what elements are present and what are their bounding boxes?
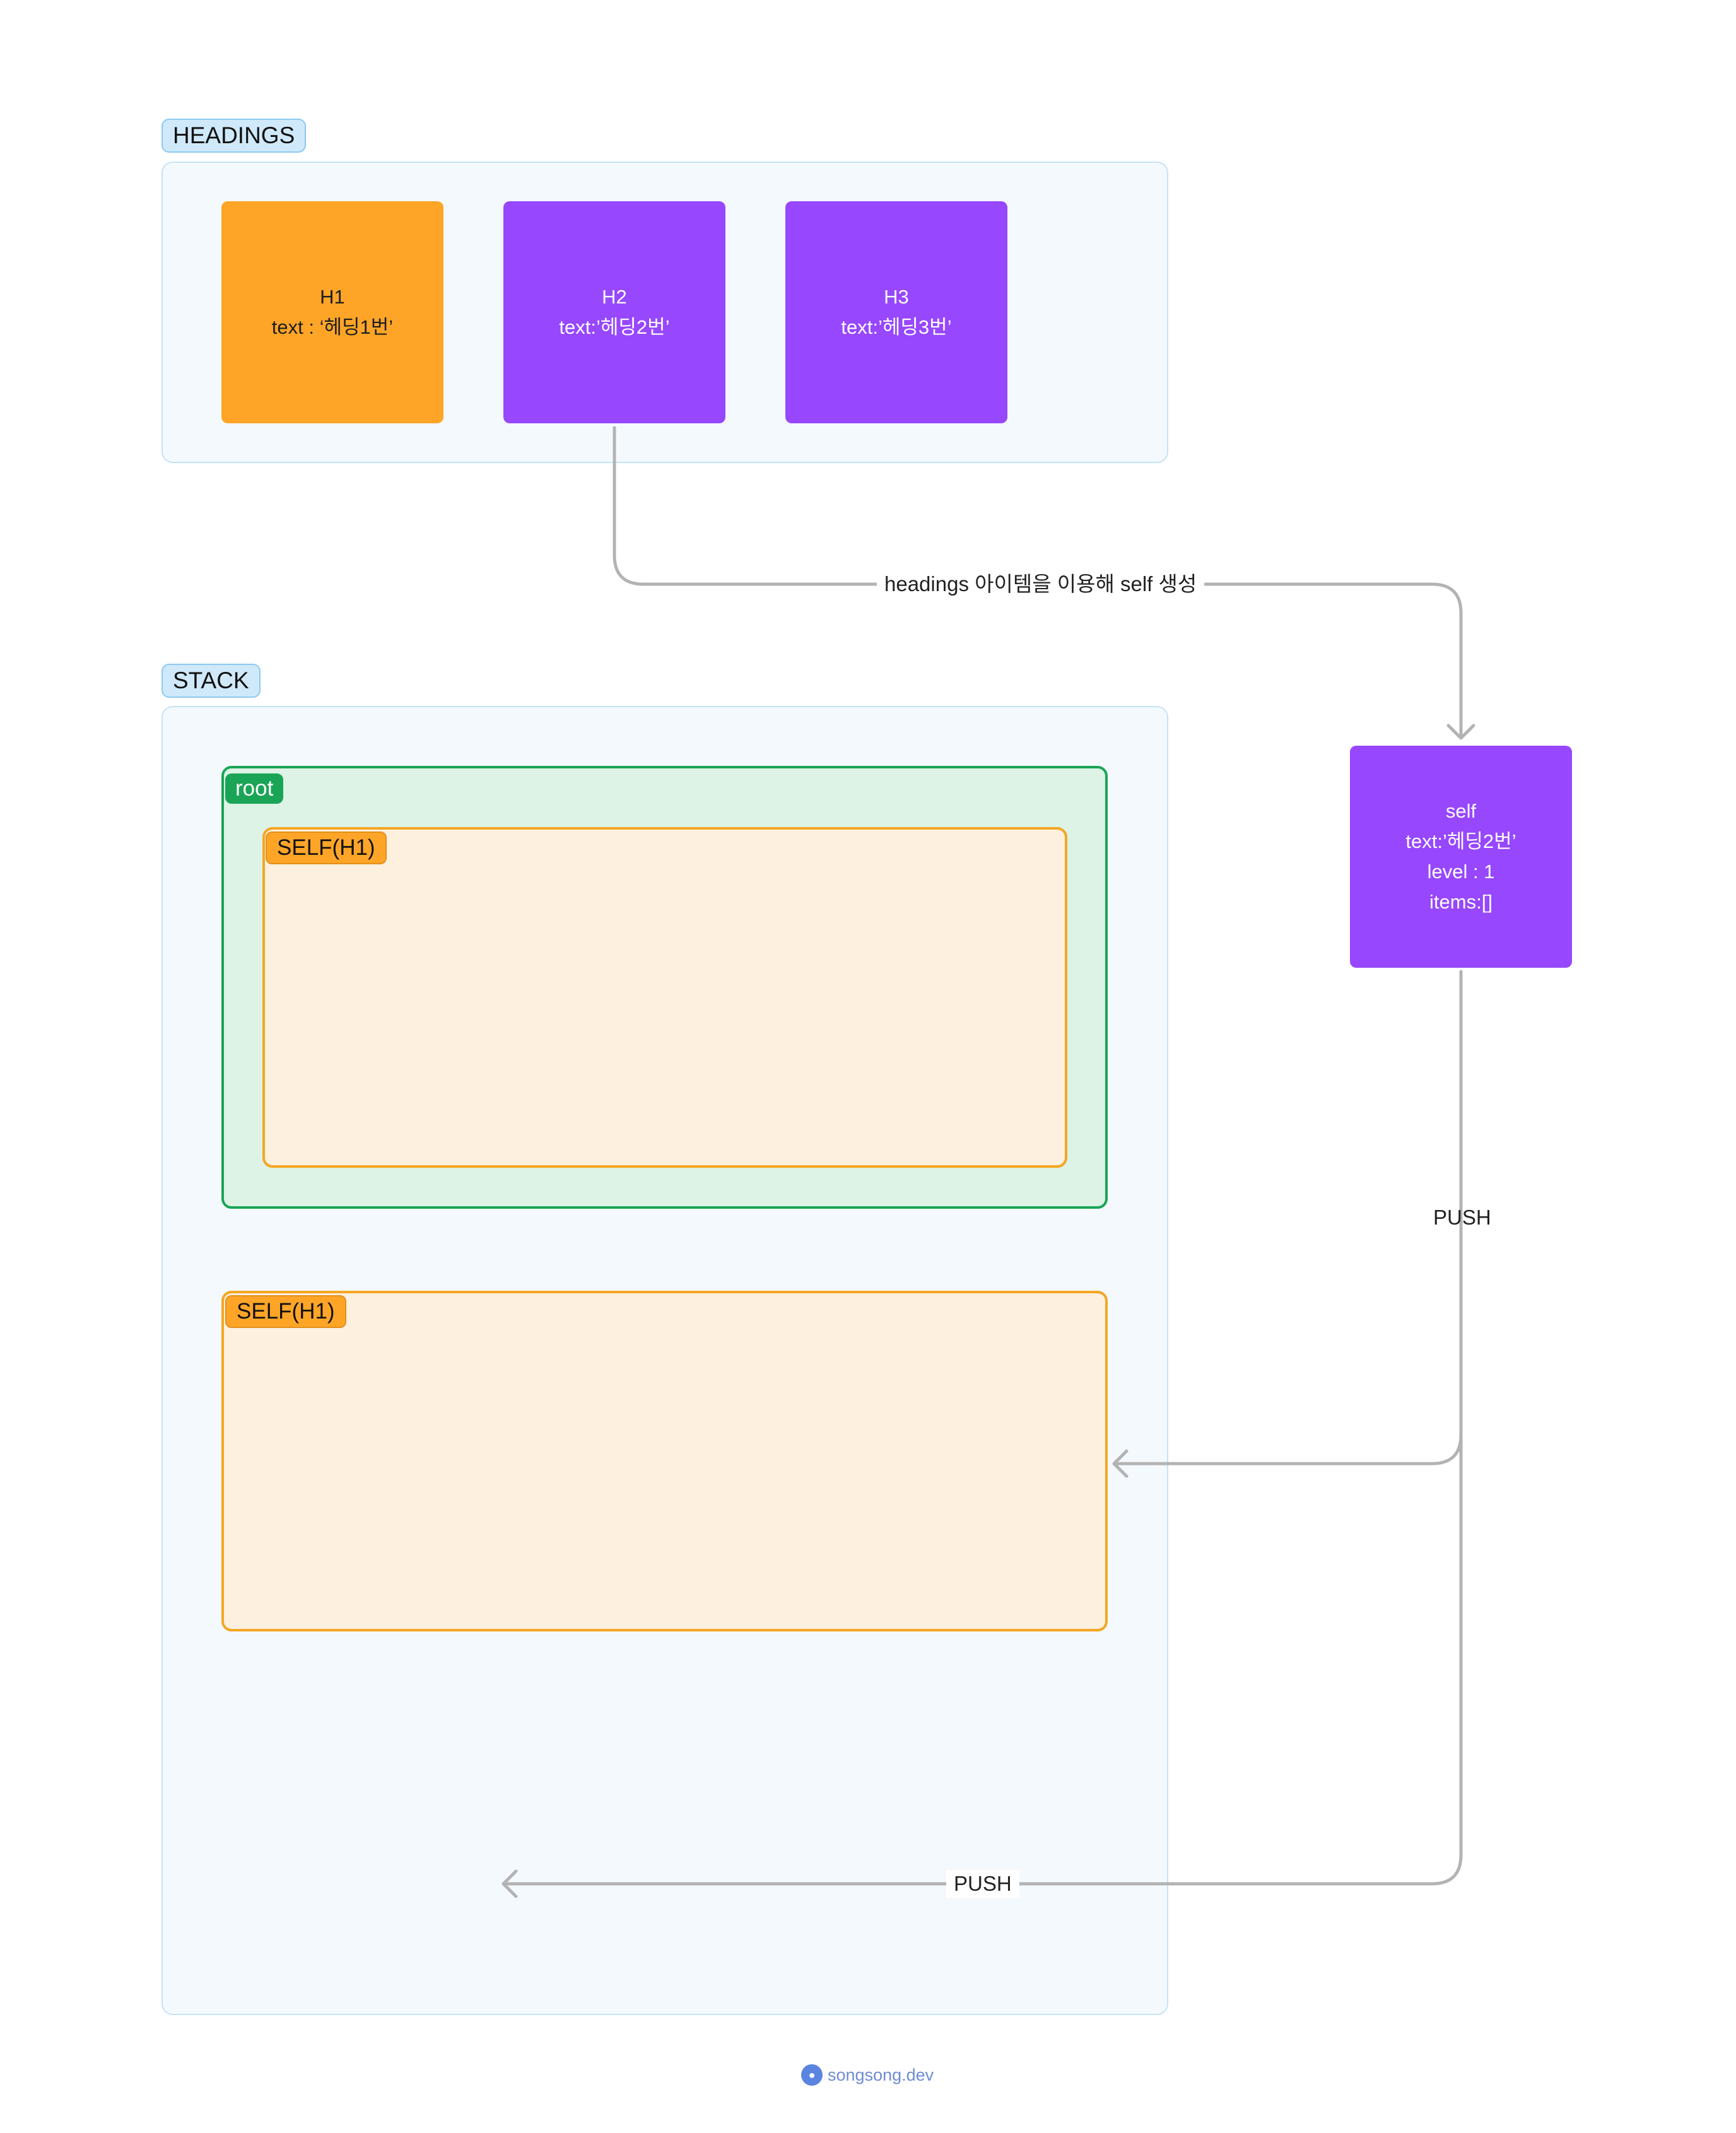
self-node-line: text:’헤딩2번’ xyxy=(1405,830,1516,852)
second-self-frame xyxy=(221,1291,1108,1631)
self-node[interactable]: self text:’헤딩2번’ level : 1 items:[] xyxy=(1350,746,1572,968)
footer-brand[interactable]: ● songsong.dev xyxy=(801,2064,934,2086)
second-self-tag: SELF(H1) xyxy=(225,1295,346,1328)
heading-node-text: text:’헤딩3번’ xyxy=(841,316,952,338)
heading-node-h2[interactable]: H2 text:’헤딩2번’ xyxy=(503,201,725,423)
create-self-arrowhead xyxy=(1446,724,1475,740)
heading-node-h3[interactable]: H3 text:’헤딩3번’ xyxy=(785,201,1007,423)
inner-self-frame xyxy=(262,827,1067,1168)
self-node-line: items:[] xyxy=(1429,891,1493,913)
push-arrowhead-1 xyxy=(1112,1449,1129,1478)
self-node-line: self xyxy=(1445,800,1477,822)
heading-node-text: text:’헤딩2번’ xyxy=(559,316,670,338)
create-self-label: headings 아이템을 이용해 self 생성 xyxy=(877,570,1205,598)
heading-node-text: text : ‘헤딩1번’ xyxy=(271,316,394,338)
push-connector-1 xyxy=(1113,970,1463,1466)
heading-node-title: H3 xyxy=(884,286,909,308)
songsong-logo-icon: ● xyxy=(801,2064,823,2086)
push-label-1: PUSH xyxy=(1433,1206,1491,1229)
heading-node-title: H2 xyxy=(602,286,627,308)
push-arrowhead-2 xyxy=(501,1869,518,1898)
root-tag: root xyxy=(225,773,284,804)
headings-section-tag: HEADINGS xyxy=(161,119,307,153)
footer-text: songsong.dev xyxy=(828,2065,934,2084)
push-connector-2 xyxy=(503,1433,1463,1886)
inner-self-tag: SELF(H1) xyxy=(266,831,387,864)
heading-node-title: H1 xyxy=(320,286,345,308)
stack-section-tag: STACK xyxy=(161,664,261,698)
push-label-2: PUSH xyxy=(946,1870,1019,1898)
self-node-line: level : 1 xyxy=(1427,861,1495,883)
heading-node-h1[interactable]: H1 text : ‘헤딩1번’ xyxy=(221,201,443,423)
